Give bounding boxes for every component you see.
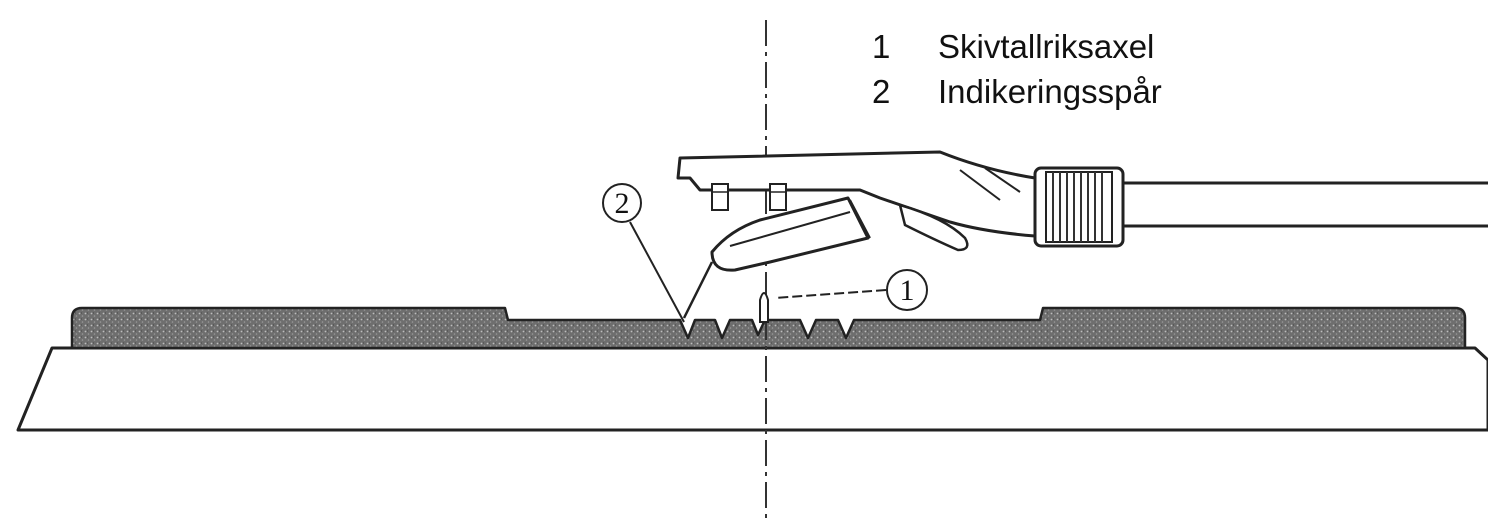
legend-label-2: Indikeringsspår (938, 73, 1162, 110)
tonearm-collar (1033, 166, 1125, 248)
callout-2: 2 (602, 183, 685, 323)
legend-number-1: 1 (872, 28, 890, 65)
platter-base (16, 346, 1488, 432)
legend-number-2: 2 (872, 73, 890, 110)
callout-2-number: 2 (615, 187, 630, 220)
tonearm-tube (1120, 181, 1488, 228)
rubber-mat (70, 306, 1467, 350)
finger-lift (898, 203, 969, 252)
callout-1: 1 (774, 269, 928, 311)
callout-1-number: 1 (900, 274, 915, 307)
mounting-screws (711, 183, 787, 211)
legend: 1 Skivtallriksaxel 2 Indikeringsspår (872, 28, 1162, 110)
legend-label-1: Skivtallriksaxel (938, 28, 1154, 65)
cartridge (710, 196, 870, 272)
stylus (682, 261, 714, 319)
spindle (759, 292, 769, 323)
